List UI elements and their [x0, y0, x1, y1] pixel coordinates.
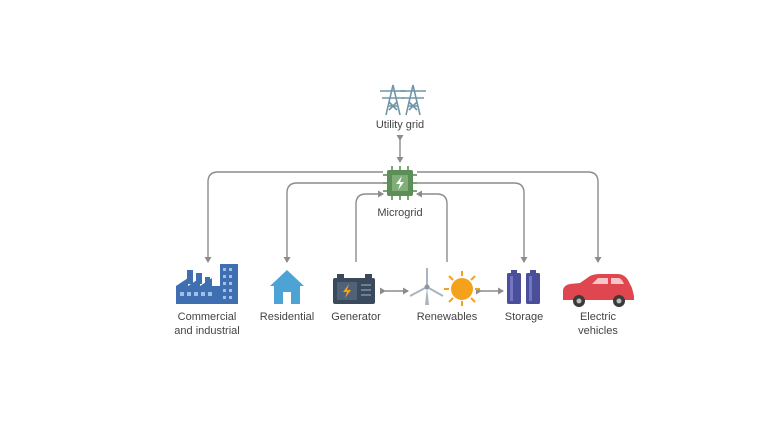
microgrid-label: Microgrid: [377, 207, 422, 219]
residential-label: Residential: [260, 311, 314, 323]
sun-icon: [444, 271, 480, 306]
connector-microgrid-residential: [283, 182, 383, 263]
commercial-label-line2: and industrial: [174, 325, 239, 337]
utility-grid-label: Utility grid: [376, 119, 424, 131]
electric-vehicles-label-line1: Electric: [580, 311, 617, 323]
transmission-tower-icon: [380, 84, 426, 116]
battery-icon: [507, 270, 540, 304]
microgrid-chip-icon: [383, 166, 417, 200]
car-icon: [563, 274, 634, 307]
connector-microgrid-storage: [417, 182, 528, 263]
connector-renewables-microgrid: [416, 190, 448, 262]
commercial-label-line1: Commercial: [178, 311, 237, 323]
factory-icon: [176, 264, 238, 304]
connector-generator-microgrid: [355, 190, 384, 262]
connector-microgrid-commercial: [204, 171, 383, 263]
generator-icon: [333, 274, 375, 304]
electric-vehicles-label-line2: vehicles: [578, 325, 618, 337]
renewables-label: Renewables: [417, 311, 478, 323]
connector-microgrid-vehicles: [417, 171, 602, 263]
house-icon: [270, 270, 304, 304]
generator-label: Generator: [331, 311, 381, 323]
wind-turbine-icon: [409, 268, 444, 305]
storage-label: Storage: [505, 311, 544, 323]
